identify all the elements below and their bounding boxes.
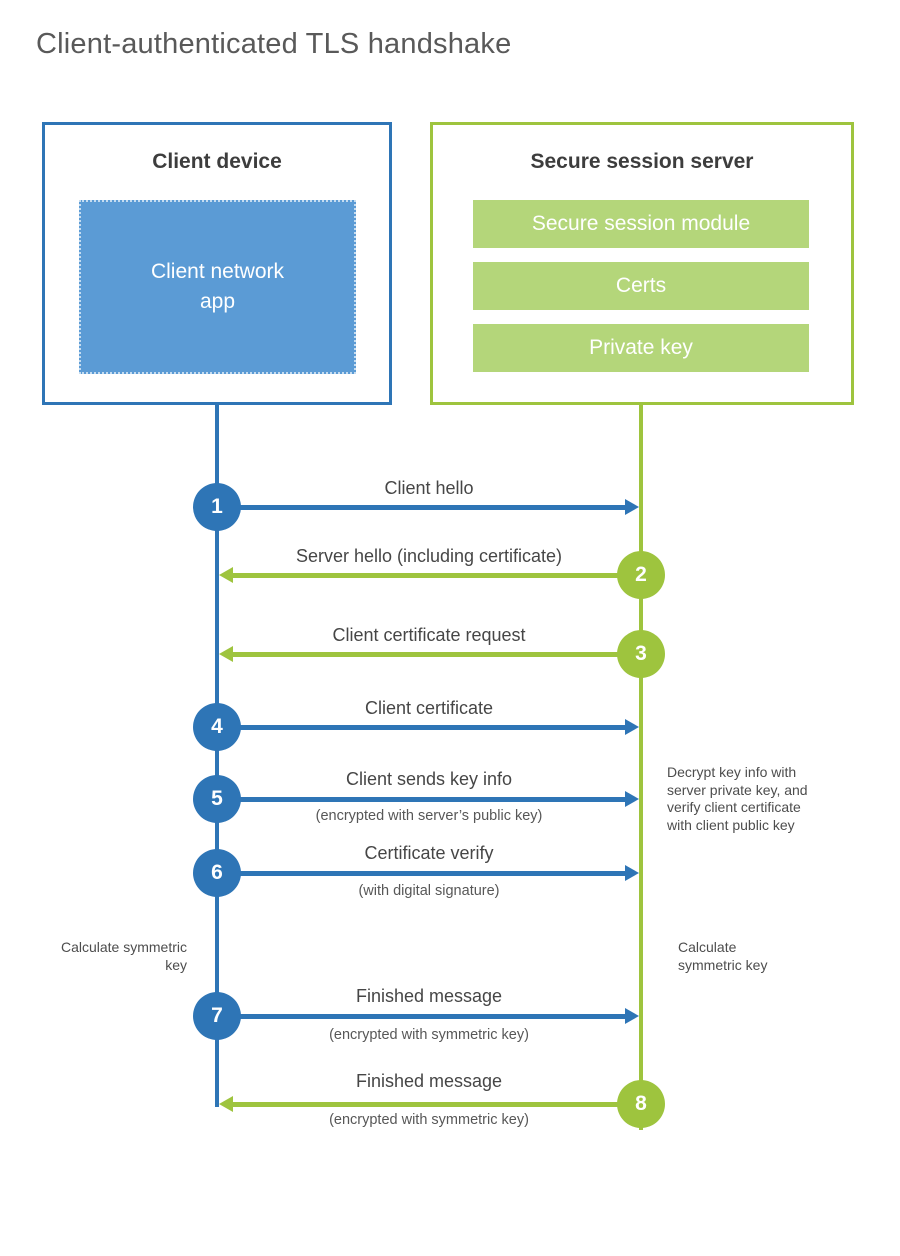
step-circle-2: 2 bbox=[617, 551, 665, 599]
arrowhead-left-icon bbox=[219, 567, 233, 583]
message-sublabel-8: (encrypted with symmetric key) bbox=[329, 1112, 529, 1128]
arrowhead-left-icon bbox=[219, 646, 233, 662]
secure-session-server-box: Secure session server Secure session mod… bbox=[430, 122, 854, 405]
message-label-4: Client certificate bbox=[364, 698, 494, 718]
step-circle-5: 5 bbox=[193, 775, 241, 823]
message-line-4 bbox=[217, 725, 625, 730]
message-label-6: Certificate verify bbox=[364, 843, 494, 863]
server-lifeline bbox=[639, 405, 643, 1130]
message-label-8: Finished message bbox=[355, 1071, 503, 1091]
message-sublabel-7: (encrypted with symmetric key) bbox=[329, 1027, 529, 1043]
client-box-title: Client device bbox=[152, 150, 282, 173]
server-private-key-bar: Private key bbox=[473, 324, 809, 372]
step-circle-8: 8 bbox=[617, 1080, 665, 1128]
step-circle-3: 3 bbox=[617, 630, 665, 678]
client-device-box: Client device Client network app bbox=[42, 122, 392, 405]
step-circle-7: 7 bbox=[193, 992, 241, 1040]
server-box-title: Secure session server bbox=[530, 150, 754, 173]
message-line-1 bbox=[217, 505, 625, 510]
message-line-3 bbox=[233, 652, 641, 657]
message-line-7 bbox=[217, 1014, 625, 1019]
message-sublabel-6: (with digital signature) bbox=[358, 883, 500, 899]
message-label-5: Client sends key info bbox=[345, 769, 513, 789]
message-label-2: Server hello (including certificate) bbox=[295, 546, 563, 566]
client-network-app-label: Client network app bbox=[150, 259, 285, 313]
page-title: Client-authenticated TLS handshake bbox=[36, 28, 512, 60]
step-circle-1: 1 bbox=[193, 483, 241, 531]
message-sublabel-5: (encrypted with server’s public key) bbox=[315, 808, 543, 824]
message-label-7: Finished message bbox=[355, 986, 503, 1006]
message-line-2 bbox=[233, 573, 641, 578]
arrowhead-right-icon bbox=[625, 865, 639, 881]
decrypt-key-note: Decrypt key info with server private key… bbox=[667, 764, 808, 833]
calculate-symmetric-key-note-server: Calculate symmetric key bbox=[678, 939, 768, 973]
message-line-6 bbox=[217, 871, 625, 876]
arrowhead-right-icon bbox=[625, 719, 639, 735]
message-line-8 bbox=[233, 1102, 641, 1107]
client-lifeline bbox=[215, 405, 219, 1107]
message-label-1: Client hello bbox=[384, 478, 474, 498]
message-label-3: Client certificate request bbox=[332, 625, 526, 645]
step-circle-4: 4 bbox=[193, 703, 241, 751]
arrowhead-right-icon bbox=[625, 499, 639, 515]
step-circle-6: 6 bbox=[193, 849, 241, 897]
message-line-5 bbox=[217, 797, 625, 802]
arrowhead-left-icon bbox=[219, 1096, 233, 1112]
arrowhead-right-icon bbox=[625, 1008, 639, 1024]
server-certs-bar: Certs bbox=[473, 262, 809, 310]
server-module-bar: Secure session module bbox=[473, 200, 809, 248]
client-network-app-box: Client network app bbox=[79, 200, 356, 374]
arrowhead-right-icon bbox=[625, 791, 639, 807]
calculate-symmetric-key-note-client: Calculate symmetric key bbox=[60, 939, 187, 973]
